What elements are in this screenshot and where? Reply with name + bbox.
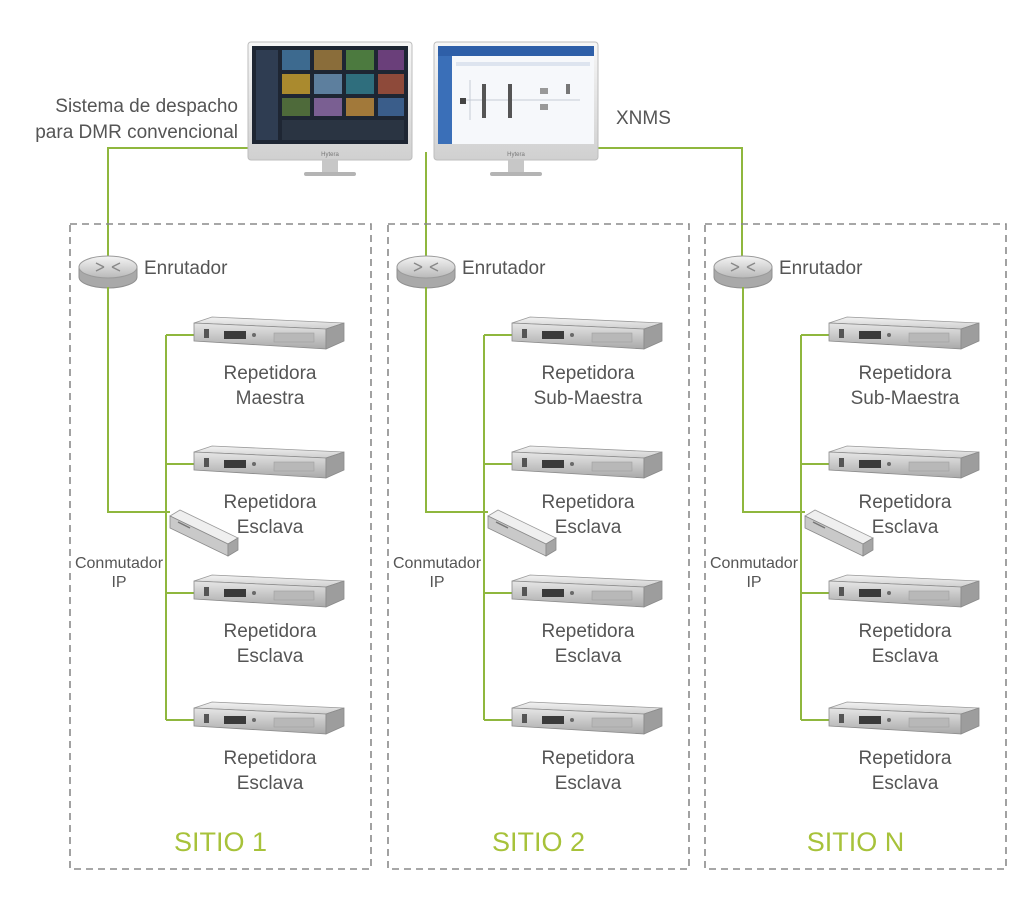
router-icon bbox=[78, 255, 138, 289]
repeater-label-line2: Esclava bbox=[237, 646, 304, 667]
repeater-unit-icon bbox=[511, 701, 663, 735]
repeater-label-line2: Esclava bbox=[555, 773, 622, 794]
repeater-unit-icon bbox=[828, 445, 980, 479]
repeater-label-line2: Esclava bbox=[237, 517, 304, 538]
repeater-label-line1: Repetidora bbox=[542, 492, 635, 513]
router-label: Enrutador bbox=[144, 258, 228, 279]
switch-label-line2: IP bbox=[429, 574, 444, 591]
xnms-monitor-icon: Hytera bbox=[433, 41, 599, 176]
router-icon bbox=[713, 255, 773, 289]
repeater-label-line2: Esclava bbox=[237, 773, 304, 794]
site-group: EnrutadorRepetidoraSub-MaestraRepetidora… bbox=[387, 223, 690, 870]
repeater-label-line1: Repetidora bbox=[859, 748, 952, 769]
router-label: Enrutador bbox=[779, 258, 863, 279]
router-to-switch-wire bbox=[425, 287, 488, 513]
router-label: Enrutador bbox=[462, 258, 546, 279]
router-to-switch-wire bbox=[107, 287, 170, 513]
site-name-label: SITIO 2 bbox=[492, 827, 585, 857]
repeater-unit-icon bbox=[511, 445, 663, 479]
repeater-label-line2: Esclava bbox=[872, 646, 939, 667]
site-boundary bbox=[704, 223, 1007, 870]
repeater-label-line2: Maestra bbox=[236, 388, 305, 409]
sites-layer: EnrutadorRepetidoraMaestraRepetidoraEscl… bbox=[69, 223, 1007, 870]
repeater-label-line1: Repetidora bbox=[859, 492, 952, 513]
dispatch-monitor-icon: Hytera bbox=[247, 41, 413, 176]
dispatch-monitor-brand: Hytera bbox=[321, 152, 339, 158]
top-wiring bbox=[107, 147, 743, 258]
ip-switch-icon bbox=[169, 509, 239, 557]
repeater-unit-icon bbox=[511, 574, 663, 608]
repeater-label-line1: Repetidora bbox=[542, 621, 635, 642]
switch-label-line2: IP bbox=[746, 574, 761, 591]
repeater-label-line1: Repetidora bbox=[542, 363, 635, 384]
switch-label-line1: Conmutador bbox=[75, 555, 164, 572]
router-to-switch-wire bbox=[742, 287, 805, 513]
repeater-label-line1: Repetidora bbox=[542, 748, 635, 769]
site-name-label: SITIO 1 bbox=[174, 827, 267, 857]
router-icon bbox=[396, 255, 456, 289]
xnms-monitor-brand: Hytera bbox=[507, 152, 525, 158]
repeater-label-line1: Repetidora bbox=[224, 748, 317, 769]
dispatch-to-router-1-wire bbox=[107, 147, 248, 258]
repeater-unit-icon bbox=[193, 316, 345, 350]
repeater-label-line2: Esclava bbox=[872, 517, 939, 538]
repeater-unit-icon bbox=[193, 445, 345, 479]
site-group: EnrutadorRepetidoraMaestraRepetidoraEscl… bbox=[69, 223, 372, 870]
repeater-unit-icon bbox=[511, 316, 663, 350]
site-boundary bbox=[69, 223, 372, 870]
switch-label-line2: IP bbox=[111, 574, 126, 591]
repeater-unit-icon bbox=[828, 574, 980, 608]
repeater-label-line2: Esclava bbox=[872, 773, 939, 794]
dispatch-screen-content bbox=[256, 50, 404, 140]
repeater-label-line1: Repetidora bbox=[224, 363, 317, 384]
repeater-label-line1: Repetidora bbox=[224, 492, 317, 513]
switch-label-line1: Conmutador bbox=[710, 555, 799, 572]
xnms-label: XNMS bbox=[616, 108, 671, 129]
repeater-label-line1: Repetidora bbox=[859, 363, 952, 384]
repeater-unit-icon bbox=[828, 701, 980, 735]
site-name-label: SITIO N bbox=[807, 827, 905, 857]
repeater-unit-icon bbox=[193, 574, 345, 608]
ip-switch-icon bbox=[487, 509, 557, 557]
xnms-screen-content bbox=[438, 46, 594, 144]
switch-label-line1: Conmutador bbox=[393, 555, 482, 572]
repeater-label-line2: Sub-Maestra bbox=[534, 388, 643, 409]
repeater-unit-icon bbox=[828, 316, 980, 350]
repeater-label-line2: Esclava bbox=[555, 646, 622, 667]
repeater-label-line2: Esclava bbox=[555, 517, 622, 538]
site-group: EnrutadorRepetidoraSub-MaestraRepetidora… bbox=[704, 223, 1007, 870]
ip-switch-icon bbox=[804, 509, 874, 557]
site-boundary bbox=[387, 223, 690, 870]
dispatch-system-label-line1: Sistema de despacho bbox=[55, 96, 238, 117]
dispatch-system-label-line2: para DMR convencional bbox=[35, 122, 238, 143]
repeater-label-line1: Repetidora bbox=[224, 621, 317, 642]
repeater-label-line1: Repetidora bbox=[859, 621, 952, 642]
repeater-unit-icon bbox=[193, 701, 345, 735]
xnms-to-router-n-wire bbox=[596, 147, 743, 258]
repeater-label-line2: Sub-Maestra bbox=[851, 388, 960, 409]
